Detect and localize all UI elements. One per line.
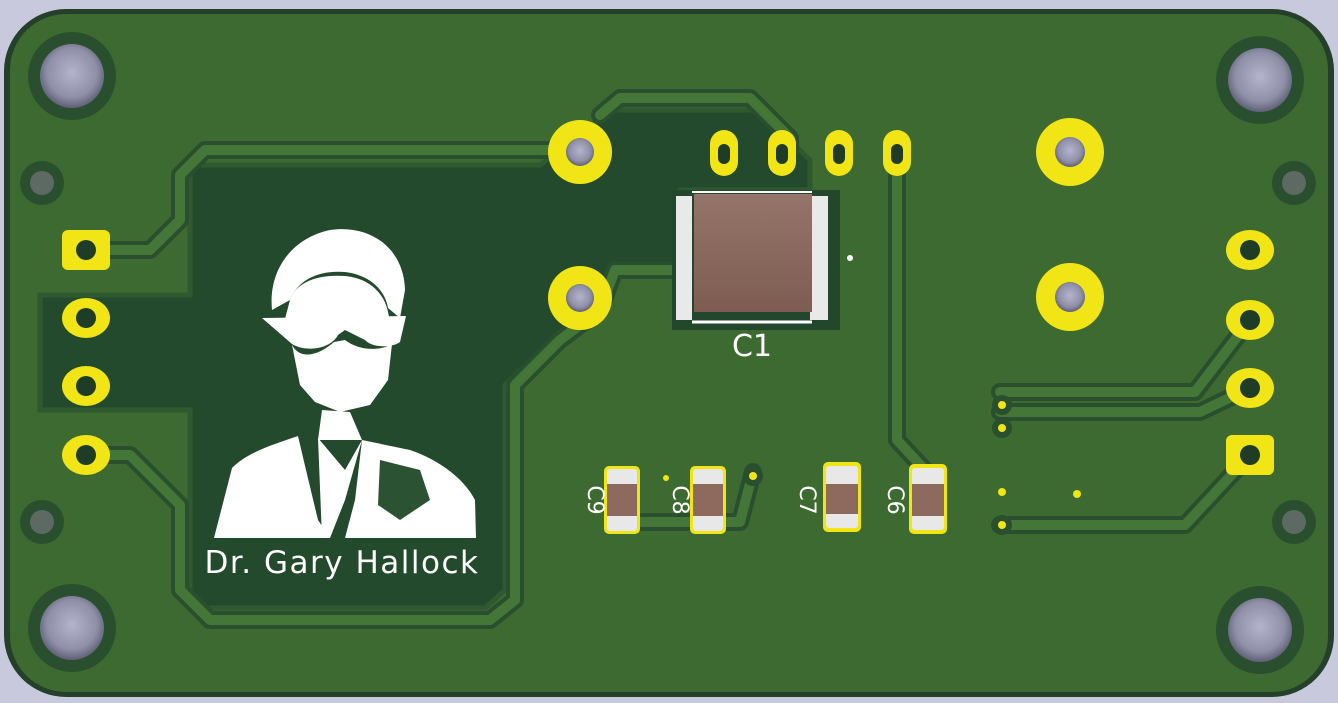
c8-label: C8 xyxy=(667,485,692,514)
portrait-silkscreen-image xyxy=(214,229,476,538)
mounting-holes xyxy=(28,32,1304,674)
mounting-hole-bottom-right xyxy=(1216,586,1304,674)
c7-label: C7 xyxy=(794,485,819,514)
capacitor-c9: C9 xyxy=(582,466,640,534)
silkscreen-name: Dr. Gary Hallock xyxy=(205,545,480,581)
mounting-hole-top-left xyxy=(28,32,116,120)
large-thru-pads xyxy=(548,118,1104,331)
right-header-pads xyxy=(1226,230,1274,475)
mounting-hole-top-right xyxy=(1216,36,1304,124)
c6-label: C6 xyxy=(882,485,907,514)
c9-label: C9 xyxy=(582,485,607,514)
side-vias xyxy=(20,161,1316,544)
left-header-pads xyxy=(62,230,110,475)
capacitor-c8: C8 xyxy=(667,466,726,534)
c1-label: C1 xyxy=(732,329,772,364)
oval-pads-top xyxy=(710,130,911,176)
capacitor-c1: C1 xyxy=(672,190,853,364)
mounting-hole-bottom-left xyxy=(28,584,116,672)
signal-vias xyxy=(663,395,1081,535)
capacitor-c6: C6 xyxy=(882,464,947,534)
capacitor-c7: C7 xyxy=(794,462,861,532)
